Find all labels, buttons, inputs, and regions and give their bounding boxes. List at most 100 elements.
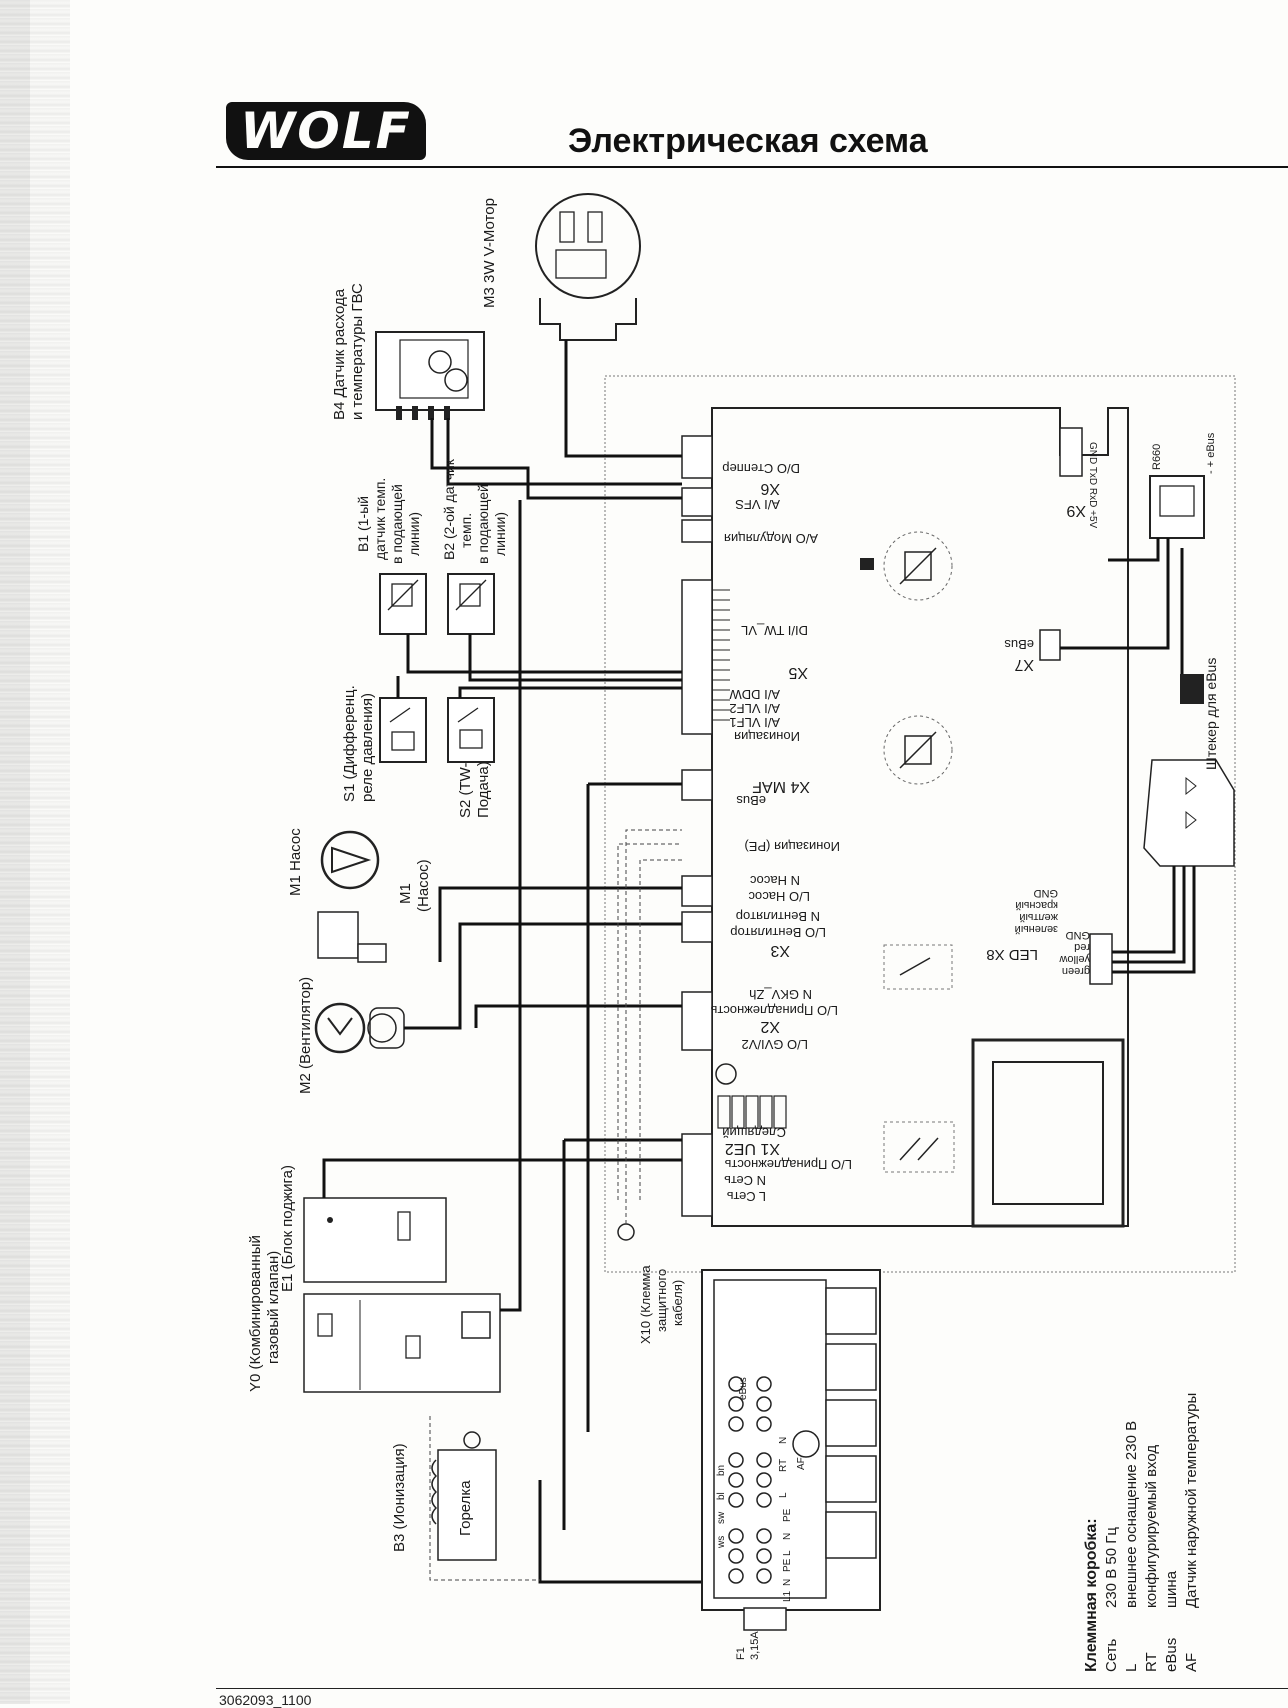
diagram-label: X1 UE2 [725, 1140, 780, 1157]
diagram-label: Датчик наружной температуры [1183, 1393, 1200, 1608]
diagram-label: AF [796, 1457, 807, 1470]
diagram-label: red [1074, 941, 1090, 953]
page-title: Электрическая схема [568, 122, 928, 160]
legend-heading: Клеммная коробка: [1083, 1518, 1100, 1672]
diagram-label: N [782, 1579, 793, 1586]
led-module [1143, 759, 1235, 867]
diagram-label: желтый [1019, 911, 1058, 923]
x9-block [1059, 427, 1083, 477]
diagram-label: D/O Степпер [722, 461, 800, 476]
diagram-label: и температуры ГВС [349, 283, 366, 420]
diagram-label: B3 (Ионизация) [391, 1443, 408, 1552]
diagram-label: S2 (TW- [457, 762, 474, 818]
s1-switch [379, 697, 427, 763]
diagram-label: Ионизация [734, 729, 800, 744]
diagram-label: sw [716, 1511, 727, 1524]
diagram-label: bn [716, 1465, 727, 1476]
diagram-label: bl [716, 1492, 727, 1500]
wire-m2 [404, 922, 682, 1030]
diagram-label: LED X8 [986, 946, 1038, 963]
diagram-label: S1 (Дифференц. [341, 685, 358, 802]
diagram-label: green [1062, 965, 1090, 977]
wire-b2 [468, 634, 682, 682]
diagram-label: зеленый [1015, 923, 1058, 935]
header-rule [216, 166, 1288, 168]
diagram-label: X2 [760, 1018, 780, 1035]
e1-ignition [303, 1197, 447, 1283]
m3-label: M3 3W V-Мотор [481, 198, 498, 308]
wire-e1 [322, 1158, 682, 1198]
diagram-label: реле давления) [359, 693, 376, 802]
diagram-label: газовый клапан) [265, 1251, 282, 1364]
diagram-label: в подающей [389, 484, 405, 564]
ntc-symbol-2 [904, 735, 932, 765]
diagram-label: X7 [1014, 656, 1034, 673]
diagram-label: N Сеть [724, 1173, 766, 1188]
diagram-label: X4 MAF [752, 778, 810, 795]
diagram-label: ws [716, 1536, 727, 1549]
diagram-label: L [1123, 1664, 1140, 1672]
diagram-label: N GKV_Zh [749, 987, 812, 1002]
scan-edge-texture [0, 0, 70, 1704]
diagram-label: в подающей [475, 484, 491, 564]
diagram-label: GND [1066, 929, 1091, 941]
diagram-label: RT [778, 1459, 789, 1472]
diagram-label: M1 Насос [287, 828, 304, 896]
diagram-label: PE [782, 1508, 793, 1522]
diagram-label: GND TxD RxD +5V [1087, 442, 1098, 529]
x2-block [681, 991, 713, 1051]
diagram-label: B4 Датчик расхода [331, 288, 348, 420]
x7-block [1039, 629, 1061, 661]
diagram-label: Сеть [1103, 1638, 1120, 1672]
x4-block [681, 769, 713, 801]
diagram-label: темп. [458, 513, 474, 548]
wolf-logo: WOLF [226, 102, 426, 160]
diagram-label: E1 (Блок поджига) [279, 1165, 296, 1292]
scan-edge-shadow [0, 0, 30, 1704]
ntc-circle-1 [883, 531, 953, 601]
pcb-outline [711, 407, 1129, 1227]
wire-m3 [564, 340, 682, 458]
diagram-label: X9 [1066, 502, 1086, 519]
diagram-label: внешнее оснащение 230 В [1123, 1421, 1140, 1608]
diagram-label: красный [1015, 899, 1058, 911]
wire-x4 [586, 782, 682, 1432]
diagram-label: PE [782, 1558, 793, 1572]
diagram-label: N Вентилятор [736, 909, 820, 924]
diagram-label: защитного [654, 1269, 669, 1332]
x5-block [681, 579, 713, 735]
diagram-label: DI/I TW_VL [741, 623, 808, 638]
diagram-label: eBus [1004, 637, 1034, 652]
board-boundary [604, 375, 1236, 1273]
diagram-label: R660 [1151, 444, 1163, 470]
wire-ionization [617, 843, 682, 1200]
diagram-label: A/I DDW [729, 687, 780, 702]
x6-block-a [681, 435, 713, 479]
diagram-label: X10 (Клемма [638, 1265, 653, 1344]
diagram-label: A/I VFS [735, 497, 780, 512]
ntc-circle-2 [883, 715, 953, 785]
diagram-label: B2 (2-ой датчик [441, 458, 457, 560]
board-fuse [715, 1063, 737, 1085]
m1-pump [320, 830, 380, 890]
diagram-label: A/I VLF1 [729, 715, 780, 730]
diagram-label: GND [1034, 887, 1059, 899]
y0-gas-valve [303, 1293, 501, 1393]
diagram-label: линии) [492, 512, 508, 556]
transformer [971, 1038, 1125, 1228]
diagram-label: 230 В 50 Гц [1103, 1527, 1120, 1608]
diagram-label: L/O Насос [748, 889, 810, 904]
x3-block-b [681, 911, 713, 943]
diagram-label: F1 [735, 1647, 747, 1660]
diagram-label: M2 (Вентилятор) [297, 977, 314, 1094]
m1-plug [317, 911, 359, 959]
diagram-label: L/O Вентилятор [730, 925, 826, 940]
chip-mark [860, 558, 874, 570]
diagram-label: Следящий [722, 1125, 786, 1140]
diagram-label: шина [1163, 1570, 1180, 1608]
b2-sensor [447, 573, 495, 635]
b1-sensor [379, 573, 427, 635]
document-number: 3062093_1100 [219, 1692, 312, 1708]
diagram-label: L1 [782, 1590, 793, 1602]
